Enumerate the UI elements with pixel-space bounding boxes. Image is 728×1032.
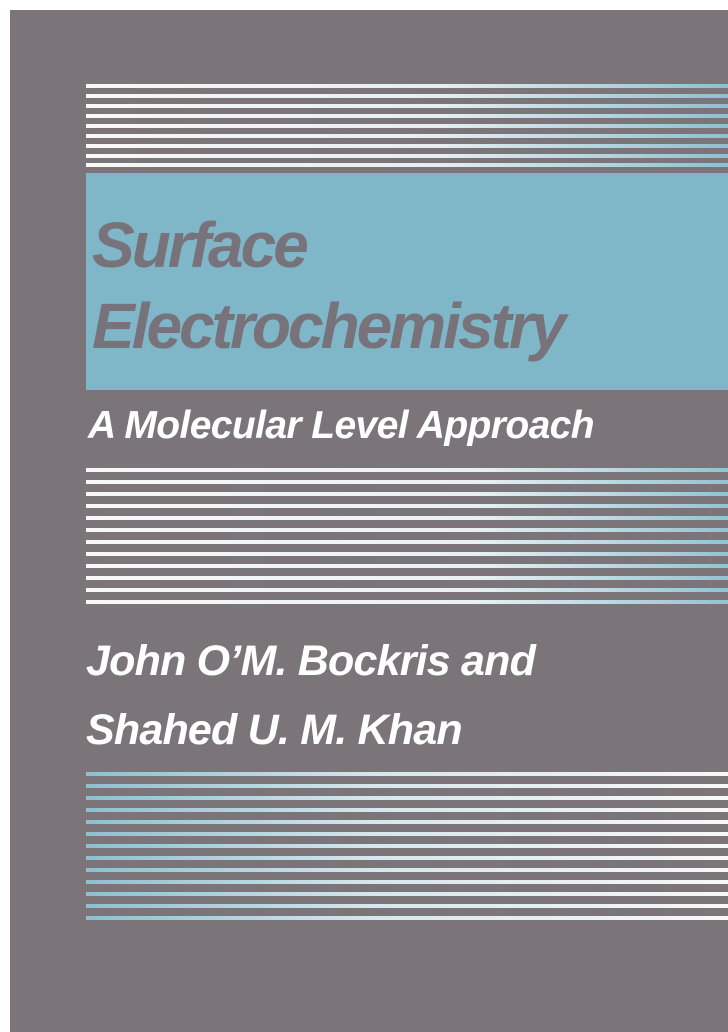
top-stripes-graphic	[86, 84, 728, 167]
author-line-1: John O’M. Bockris and	[86, 637, 536, 685]
top-stripes	[86, 82, 728, 168]
title-block: Surface Electrochemistry	[86, 173, 728, 390]
title-line-2: Electrochemistry	[92, 290, 566, 362]
bottom-stripes-graphic	[86, 772, 728, 920]
subtitle: A Molecular Level Approach	[88, 404, 595, 447]
title-line-1: Surface	[92, 209, 309, 281]
author-line-2: Shahed U. M. Khan	[86, 706, 463, 754]
middle-stripes-graphic	[86, 468, 728, 604]
bottom-stripes	[86, 770, 728, 922]
middle-stripes	[86, 466, 728, 612]
book-cover: Surface Electrochemistry A Molecular Lev…	[10, 10, 728, 1032]
